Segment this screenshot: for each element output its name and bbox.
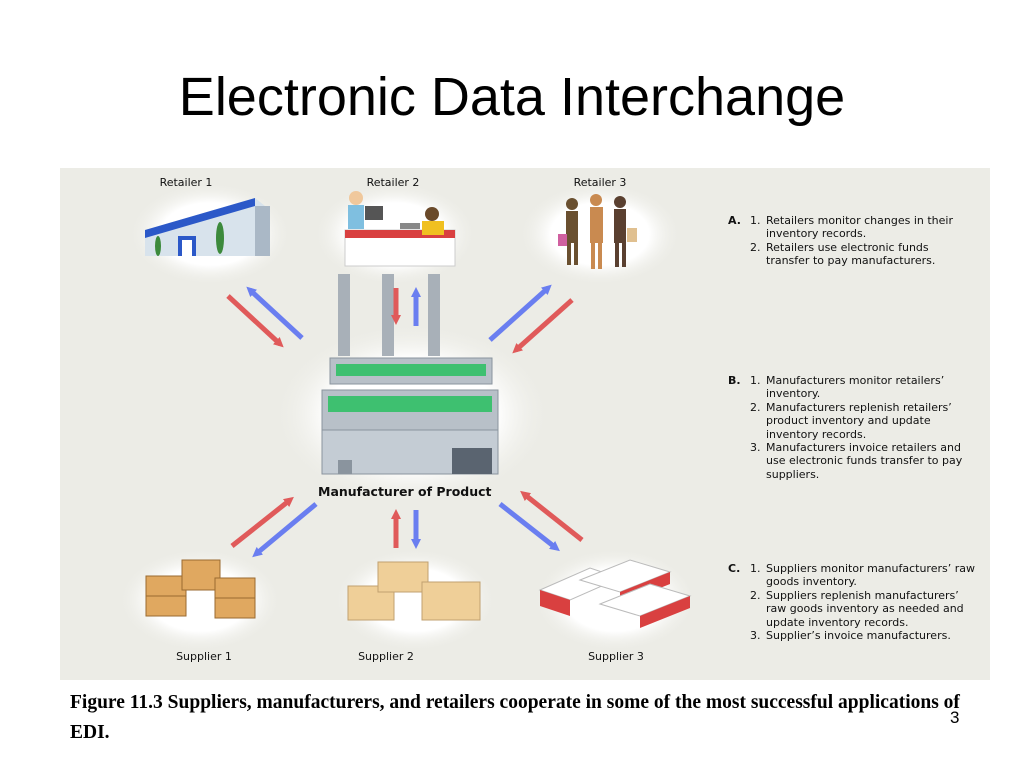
note-a: A. 1.Retailers monitor changes in their …: [728, 214, 973, 268]
note-b-item: 3.Manufacturers invoice retailers and us…: [750, 441, 963, 481]
note-a-letter: A.: [728, 214, 741, 227]
stacked-blocks-icon: [538, 559, 692, 628]
note-c-item: 2.Suppliers replenish manufacturers’ raw…: [750, 588, 964, 629]
cardboard-boxes-icon: [347, 561, 481, 621]
manufacturer-label: Manufacturer of Product: [318, 484, 492, 499]
note-c-item: 3.Supplier’s invoice manufacturers.: [750, 629, 951, 643]
note-a-item: 1.Retailers monitor changes in their inv…: [750, 214, 953, 241]
page-number: 3: [950, 708, 960, 727]
note-a-item: 2.Retailers use electronic funds transfe…: [750, 240, 936, 268]
figure-caption: Figure 11.3 Suppliers, manufacturers, an…: [70, 692, 960, 743]
arrows-supplier-3: [498, 490, 584, 552]
checkout-counter-icon: [344, 191, 456, 267]
wooden-crates-icon: [145, 559, 256, 619]
note-b-item: 1.Manufacturers monitor retailers’ inven…: [750, 374, 945, 401]
retailer-2-label: Retailer 2: [366, 176, 420, 189]
supplier-2-glow: [333, 548, 497, 652]
arrows-retailer-1: [226, 286, 304, 348]
note-b-letter: B.: [728, 374, 741, 387]
note-c: C. 1.Suppliers monitor manufacturers’ ra…: [728, 562, 976, 642]
note-c-letter: C.: [728, 562, 741, 575]
retailer-1-label: Retailer 1: [159, 176, 213, 189]
arrows-retailer-3: [488, 284, 574, 354]
supplier-1-label: Supplier 1: [176, 650, 232, 663]
note-b: B. 1.Manufacturers monitor retailers’ in…: [728, 374, 976, 481]
retailer-3-label: Retailer 3: [573, 176, 627, 189]
store-building-icon: [145, 198, 270, 256]
note-b-item: 2.Manufacturers replenish retailers’ pro…: [750, 400, 952, 441]
arrows-retailer-2: [391, 287, 421, 326]
supplier-1-glow: [118, 548, 282, 652]
factory-icon: [321, 274, 499, 475]
edi-figure: Retailer 1 Retailer 2 Retailer 3 Manufac…: [60, 168, 990, 680]
edi-diagram-graphic: [118, 182, 697, 652]
arrows-supplier-2: [391, 509, 421, 549]
supplier-2-label: Supplier 2: [358, 650, 414, 663]
slide-title: Electronic Data Interchange: [178, 67, 846, 127]
supplier-3-label: Supplier 3: [588, 650, 644, 663]
note-c-item: 1.Suppliers monitor manufacturers’ raw g…: [750, 562, 975, 589]
shoppers-icon: [558, 194, 637, 269]
arrows-supplier-1: [230, 496, 318, 558]
